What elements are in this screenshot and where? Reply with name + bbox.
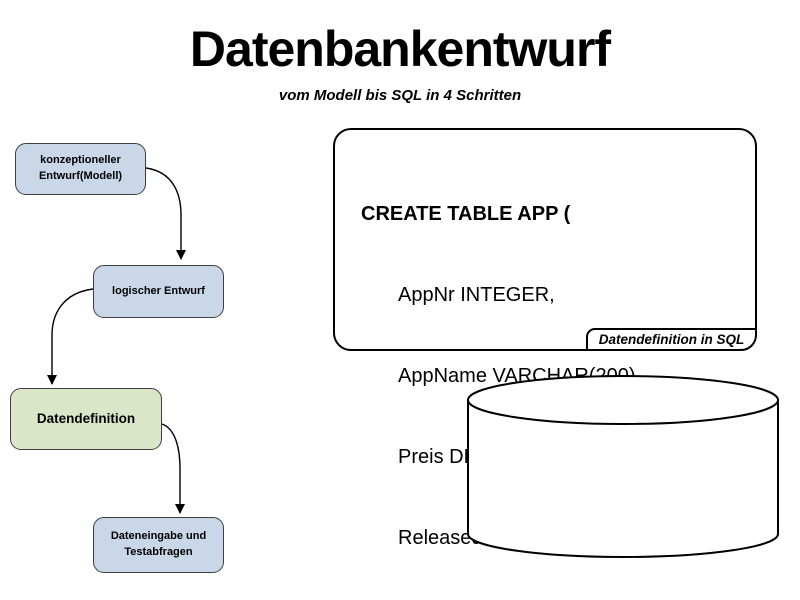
subtitle: vom Modell bis SQL in 4 Schritten [278, 87, 522, 104]
sql-line: AppNr INTEGER, [398, 284, 555, 306]
flow-arrow-3 [161, 423, 185, 514]
flow-step-datendefinition: Datendefinition [10, 388, 162, 450]
flow-step-dateneingabe-testabfragen: Dateneingabe und Testabfragen [93, 517, 224, 573]
flow-step-label: Dateneingabe und Testabfragen [110, 530, 207, 558]
flow-arrow-2 [47, 288, 94, 385]
flow-step-label: logischer Entwurf [112, 284, 205, 297]
flow-step-label: konzeptioneller Entwurf(Modell) [38, 154, 123, 182]
flow-step-label: Datendefinition [36, 411, 136, 427]
database-cylinder-icon [467, 375, 779, 558]
sql-caption: Datendefinition in SQL [586, 328, 757, 351]
flow-step-konzeptioneller-entwurf: konzeptioneller Entwurf(Modell) [15, 143, 146, 195]
sql-line: CREATE TABLE APP ( [361, 203, 571, 225]
flow-arrow-1 [145, 167, 186, 260]
page-title: Datenbankentwurf [189, 21, 611, 77]
flow-step-logischer-entwurf: logischer Entwurf [93, 265, 224, 318]
sql-code-panel: CREATE TABLE APP ( AppNr INTEGER, AppNam… [333, 128, 757, 549]
